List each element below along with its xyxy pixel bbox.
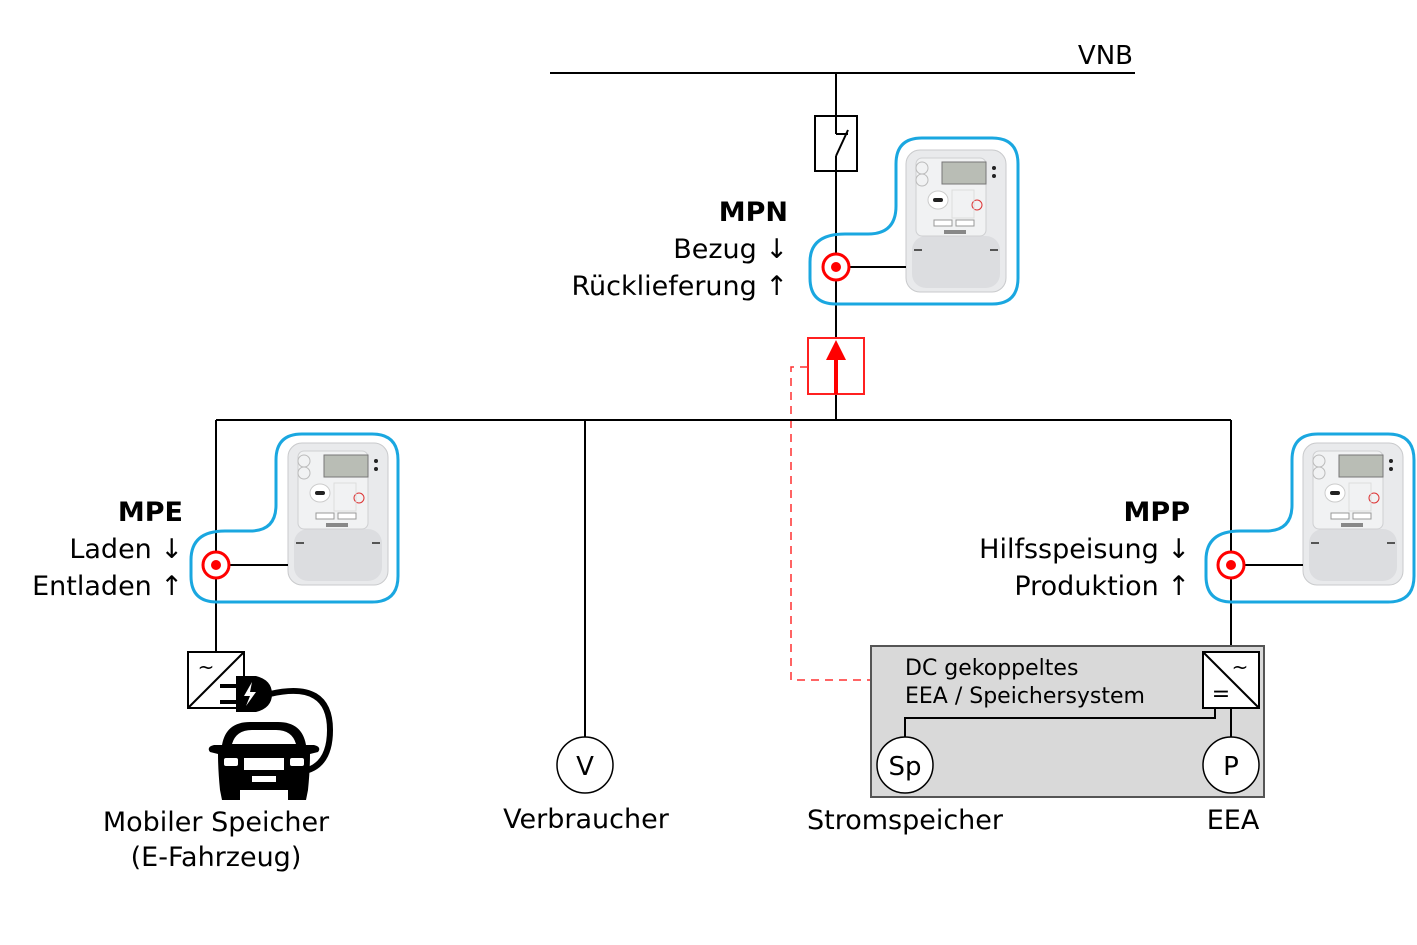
meter-name: MPE xyxy=(118,497,183,528)
svg-text:V: V xyxy=(576,752,594,782)
pv-label: EEA xyxy=(1207,805,1260,836)
smart-meter-icon xyxy=(287,442,389,586)
grid-label: VNB xyxy=(1078,41,1133,71)
meter-direction-import: Hilfsspeisung ↓ xyxy=(979,534,1190,565)
ev-inverter-icon: ~ xyxy=(187,651,245,709)
meter-mpe: MPE Laden ↓ Entladen ↑ xyxy=(32,432,400,604)
meter-mpn: MPN Bezug ↓ Rücklieferung ↑ xyxy=(571,136,1020,306)
meter-outline xyxy=(189,432,400,604)
meter-direction-export: Produktion ↑ xyxy=(1014,571,1190,602)
consumer-symbol-icon: V xyxy=(556,736,614,794)
svg-text:P: P xyxy=(1223,752,1239,782)
main-switch-icon xyxy=(814,115,858,172)
electric-car-icon xyxy=(208,722,320,800)
ev-label-line2: (E-Fahrzeug) xyxy=(131,842,302,873)
pv-inverter-icon: ~ = xyxy=(1202,651,1260,709)
meter-direction-import: Laden ↓ xyxy=(69,534,183,565)
current-sensor-icon xyxy=(807,337,865,395)
storage-symbol-icon: Sp xyxy=(876,736,934,794)
smart-meter-icon xyxy=(1302,442,1404,586)
dc-system-label-line2: EEA / Speichersystem xyxy=(905,684,1145,709)
svg-text:=: = xyxy=(1212,682,1230,707)
svg-text:Sp: Sp xyxy=(888,752,921,782)
charging-plug-icon xyxy=(220,676,334,775)
meter-name: MPP xyxy=(1124,497,1190,528)
ev-label-line1: Mobiler Speicher xyxy=(103,807,330,838)
storage-label: Stromspeicher xyxy=(807,805,1004,836)
meter-direction-import: Bezug ↓ xyxy=(673,234,788,265)
dc-system-box: DC gekoppeltes EEA / Speichersystem xyxy=(870,645,1265,798)
meter-direction-export: Rücklieferung ↑ xyxy=(571,271,788,302)
pv-symbol-icon: P xyxy=(1202,736,1260,794)
smart-meter-icon xyxy=(905,149,1007,293)
dc-system-label-line1: DC gekoppeltes xyxy=(905,656,1078,681)
svg-text:~: ~ xyxy=(1232,655,1249,679)
svg-text:~: ~ xyxy=(198,655,215,679)
consumer-label: Verbraucher xyxy=(503,804,670,835)
meter-direction-export: Entladen ↑ xyxy=(32,571,183,602)
meter-outline xyxy=(808,136,1020,306)
meter-outline xyxy=(1204,432,1416,604)
meter-name: MPN xyxy=(719,197,788,228)
dc-link-line xyxy=(904,708,1216,738)
meter-mpp: MPP Hilfsspeisung ↓ Produktion ↑ xyxy=(979,432,1416,604)
